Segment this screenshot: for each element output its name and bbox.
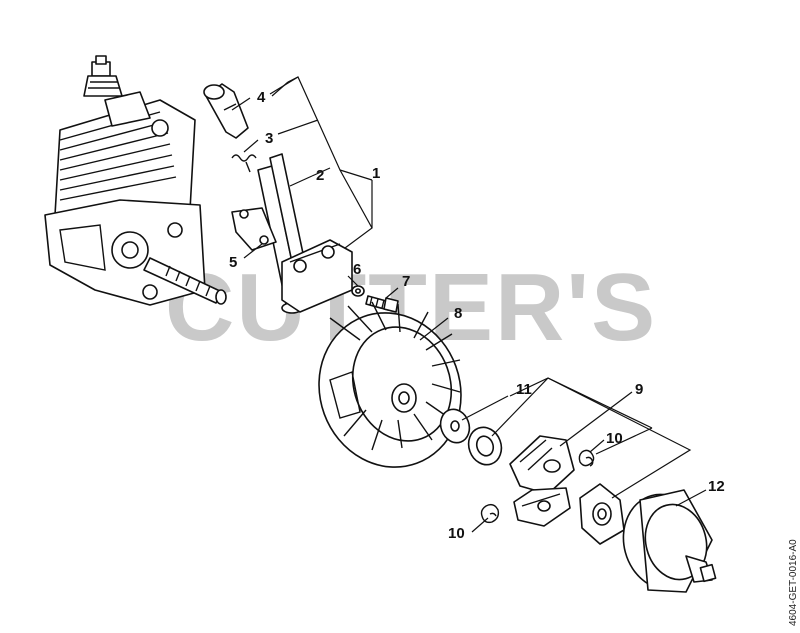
contact-spring: [231, 154, 257, 173]
callout-10-lower: 10: [448, 525, 465, 542]
short-circuit-wire: [231, 207, 277, 251]
callout-1: 1: [372, 165, 380, 182]
screw: [365, 295, 399, 313]
clutch-spring-lower: [480, 503, 500, 524]
callout-9: 9: [635, 381, 643, 398]
callout-11: 11: [516, 381, 532, 398]
callout-5: 5: [229, 254, 237, 271]
callout-10-upper: 10: [606, 430, 623, 447]
callout-12: 12: [708, 478, 725, 495]
callout-3: 3: [265, 130, 273, 147]
reference-code: 4604-GET-0016-A0: [788, 539, 799, 626]
flywheel: [318, 301, 462, 468]
clutch-shoe-upper: [509, 435, 575, 495]
callout-4: 4: [257, 89, 266, 106]
callout-7: 7: [402, 273, 410, 290]
leader-lines: [231, 76, 707, 533]
callout-8: 8: [454, 305, 462, 322]
clutch-spring-upper: [578, 449, 595, 467]
washer-ring: [467, 426, 503, 466]
clutch-carrier: [579, 483, 625, 545]
thrust-washer: [439, 408, 471, 444]
clutch-drum: [622, 489, 717, 593]
callout-labels: 1 2 3 4 5 6 7 8 9 10 10 11 12: [229, 89, 725, 542]
callout-6: 6: [353, 261, 361, 278]
callout-2: 2: [316, 167, 324, 184]
clutch-shoe-lower: [513, 487, 571, 527]
spark-plug-boot: [203, 83, 249, 139]
washer: [351, 285, 365, 297]
engine-cylinder-assembly: [44, 55, 227, 306]
